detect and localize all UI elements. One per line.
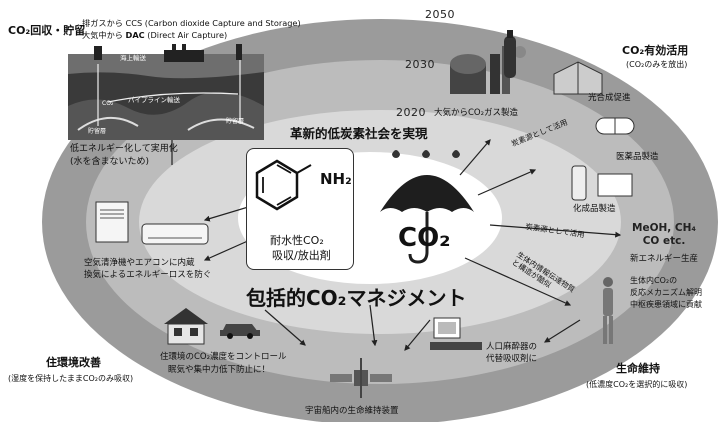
anesthesia-line1: 人口麻酔器の xyxy=(486,342,538,352)
umbrella-icon xyxy=(372,148,482,268)
life-support-heading: 生命維持 xyxy=(616,362,660,375)
living-heading: 住環境改善 xyxy=(46,356,101,369)
slogan: 革新的低炭素社会を実現 xyxy=(290,126,428,141)
capture-note-line1: 低エネルギー化して実用化 xyxy=(70,144,178,154)
dac-line: 大気中から DAC (Direct Air Capture) xyxy=(82,30,228,40)
amine-label: NH₂ xyxy=(320,170,352,188)
human-body-icon xyxy=(598,276,618,346)
control-line2: 眠気や集中力低下防止に！ xyxy=(168,365,271,375)
year-2020: 2020 xyxy=(396,106,426,119)
anesthesia-machine-icon xyxy=(430,316,482,356)
pipeline-label: パイプライン輸送 xyxy=(128,96,180,104)
photosynthesis-label: 光合成促進 xyxy=(588,93,631,103)
main-title: 包括的CO₂マネジメント xyxy=(246,286,467,310)
amine-card xyxy=(246,148,354,270)
ccs-storage-panel xyxy=(68,44,264,140)
ship-label: 海上輸送 xyxy=(120,54,146,62)
car-icon xyxy=(218,316,262,340)
capture-heading: CO₂回収・貯留 xyxy=(8,24,86,37)
effective-use-subheading: (CO₂のみを放出) xyxy=(626,60,688,69)
pharma-label: 医薬品製造 xyxy=(616,152,659,162)
air-purifier-icon xyxy=(92,200,132,244)
gas-cylinder-icon xyxy=(496,30,524,80)
air-purifier-line2: 換気によるエネルギーロスを防ぐ xyxy=(84,270,212,280)
air-purifier-line1: 空気清浄機やエアコンに内蔵 xyxy=(84,258,195,268)
house-icon xyxy=(160,306,212,346)
chemicals-label: 化成品製造 xyxy=(573,204,616,214)
control-line1: 住環境のCO₂濃度をコントロール xyxy=(160,352,287,362)
anesthesia-line2: 代替吸収剤に xyxy=(486,354,538,364)
spacecraft-label: 宇宙船内の生命維持装置 xyxy=(305,406,399,416)
absorbent-line2: 吸収/放出剤 xyxy=(272,249,331,262)
spacecraft-icon xyxy=(326,356,396,400)
mechanism-line1: 生体内CO₂の xyxy=(630,276,678,285)
capture-note-line2: (水を含まないため) xyxy=(70,157,150,167)
life-support-subheading: (低濃度CO₂を選択的に吸収) xyxy=(586,380,688,389)
gas-production-label: 大気からCO₂ガス製造 xyxy=(434,108,519,118)
umbrella-co2-label: CO₂ xyxy=(398,223,451,253)
mechanism-line3: 中枢疾患領域に貢献 xyxy=(630,300,702,309)
year-2030: 2030 xyxy=(405,58,435,71)
ccs-line: 排ガスから CCS (Carbon dioxide Capture and St… xyxy=(82,18,301,28)
co2-mark: CO₂ xyxy=(102,100,114,107)
new-energy-label: 新エネルギー生産 xyxy=(630,254,699,264)
air-conditioner-icon xyxy=(140,222,210,246)
absorbent-line1: 耐水性CO₂ xyxy=(270,234,324,247)
year-2050: 2050 xyxy=(425,8,455,21)
mechanism-line2: 反応メカニズム解明 xyxy=(630,288,702,297)
living-subheading: (湿度を保持したままCO₂のみ吸収) xyxy=(8,374,134,383)
flow-arrows xyxy=(169,128,622,351)
chemicals-icon xyxy=(568,160,638,204)
amine-molecule-icon xyxy=(255,159,312,211)
pill-icon xyxy=(592,112,638,140)
fuels-label: MeOH, CH₄ CO etc. xyxy=(632,222,697,248)
greenhouse-icon xyxy=(548,60,608,96)
effective-use-heading: CO₂有効活用 xyxy=(622,44,689,57)
reservoir-left-label: 貯留層 xyxy=(88,128,107,135)
reservoir-right-label: 貯留層 xyxy=(226,118,245,125)
